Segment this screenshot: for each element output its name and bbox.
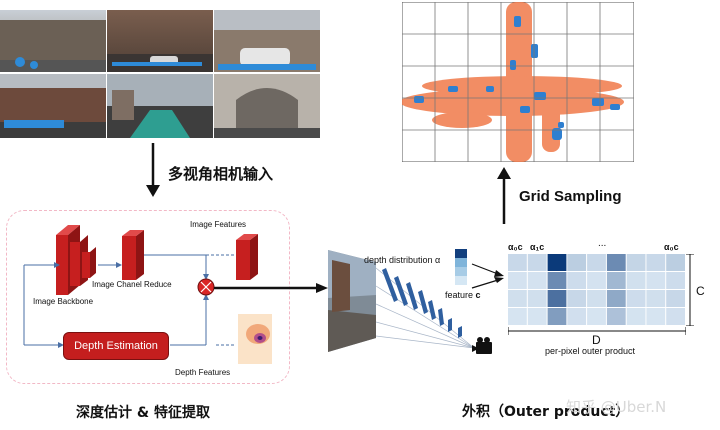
matrix-cell	[547, 272, 567, 289]
stage1-label: 深度估计 & 特征提取	[76, 405, 210, 421]
matrix-cell	[666, 272, 685, 289]
input-label: 多视角相机输入	[168, 165, 274, 183]
bev-road-segments	[402, 2, 624, 162]
camera-view-back-right	[214, 74, 320, 138]
bev-grid-lines	[402, 2, 634, 162]
camera-view-front-left	[0, 10, 106, 72]
watermark: 知乎 @Uber.N	[566, 398, 667, 416]
matrix-cell	[587, 308, 606, 325]
matrix-cell	[527, 272, 547, 289]
matrix-cell	[646, 272, 666, 289]
arrow-to-outer-product	[214, 283, 328, 293]
col-ellipsis: ...	[598, 238, 607, 249]
feature-vector	[455, 249, 467, 285]
arrow-down-input	[146, 143, 160, 197]
stage2-label: 外积（Outer product）	[462, 404, 630, 420]
feature-symbol: c	[475, 290, 481, 300]
matrix-cell	[547, 254, 567, 271]
image-backbone-label: Image Backbone	[33, 297, 94, 306]
feature-c-label: feature c	[445, 290, 481, 300]
depth-features-heatmap	[238, 314, 272, 364]
matrix-cell	[547, 290, 567, 307]
matrix-cell	[587, 272, 606, 289]
dim-c-label: C	[696, 284, 705, 298]
matrix-cell	[606, 308, 626, 325]
matrix-cell	[527, 308, 547, 325]
matrix-cell	[527, 254, 547, 271]
matrix-cell	[547, 308, 567, 325]
image-features-label: Image Features	[190, 220, 247, 229]
matrix-cell	[527, 290, 547, 307]
bev-vehicle-markers	[414, 16, 620, 140]
matrix-cell	[508, 308, 527, 325]
matrix-cell	[666, 308, 685, 325]
camera-view-back-left	[0, 74, 106, 138]
bev-grid	[402, 2, 634, 162]
outer-product-matrix	[508, 254, 685, 325]
matrix-cell	[508, 254, 527, 271]
matrix-cell	[646, 254, 666, 271]
matrix-cell	[567, 272, 587, 289]
matrix-cell	[587, 254, 606, 271]
image-features-block	[236, 234, 258, 280]
matrix-cell	[606, 290, 626, 307]
matrix-cell	[567, 308, 587, 325]
feature-extraction-diagram	[23, 225, 272, 364]
depth-features-label: Depth Features	[175, 368, 231, 377]
camera-view-front	[107, 10, 213, 72]
image-backbone-blocks	[56, 225, 96, 295]
col-last-label: α₀c	[664, 242, 679, 252]
camera-view-back	[107, 74, 213, 138]
dim-c-bracket	[686, 254, 694, 326]
camera-view-front-right	[214, 10, 320, 72]
matrix-cell	[626, 290, 646, 307]
matrix-cell	[606, 272, 626, 289]
col-first-label: α₀c	[508, 242, 523, 252]
camera-icon	[472, 337, 492, 354]
matrix-cell	[567, 254, 587, 271]
dim-d-bracket	[508, 327, 686, 335]
outer-product-node	[197, 278, 215, 296]
matrix-cell	[646, 290, 666, 307]
matrix-cell	[567, 290, 587, 307]
matrix-cell	[587, 290, 606, 307]
lift-diagram	[328, 250, 492, 354]
matrix-cell	[508, 272, 527, 289]
matrix-cell	[606, 254, 626, 271]
matrix-cell	[666, 254, 685, 271]
matrix-cell	[626, 254, 646, 271]
matrix-cell	[626, 308, 646, 325]
arrow-up-grid-sampling	[497, 167, 511, 224]
matrix-cell	[666, 290, 685, 307]
col-second-label: α₁c	[530, 242, 545, 252]
feature-extraction-block	[6, 210, 290, 384]
arrows-to-matrix	[471, 263, 504, 289]
dim-d-label: D	[592, 333, 601, 347]
channel-reduce-block	[122, 230, 144, 280]
multi-camera-images	[0, 10, 320, 138]
outer-product-caption: per-pixel outer product	[545, 346, 636, 356]
matrix-cell	[508, 290, 527, 307]
depth-distribution-label: depth distribution α	[364, 255, 441, 265]
grid-sampling-label: Grid Sampling	[519, 188, 622, 205]
matrix-cell	[626, 272, 646, 289]
matrix-cell	[646, 308, 666, 325]
depth-estimation-button[interactable]: Depth Estimation	[63, 332, 169, 360]
feature-label: feature	[445, 290, 474, 300]
image-chanel-reduce-label: Image Chanel Reduce	[92, 280, 172, 289]
depth-distribution-bars	[382, 268, 462, 338]
